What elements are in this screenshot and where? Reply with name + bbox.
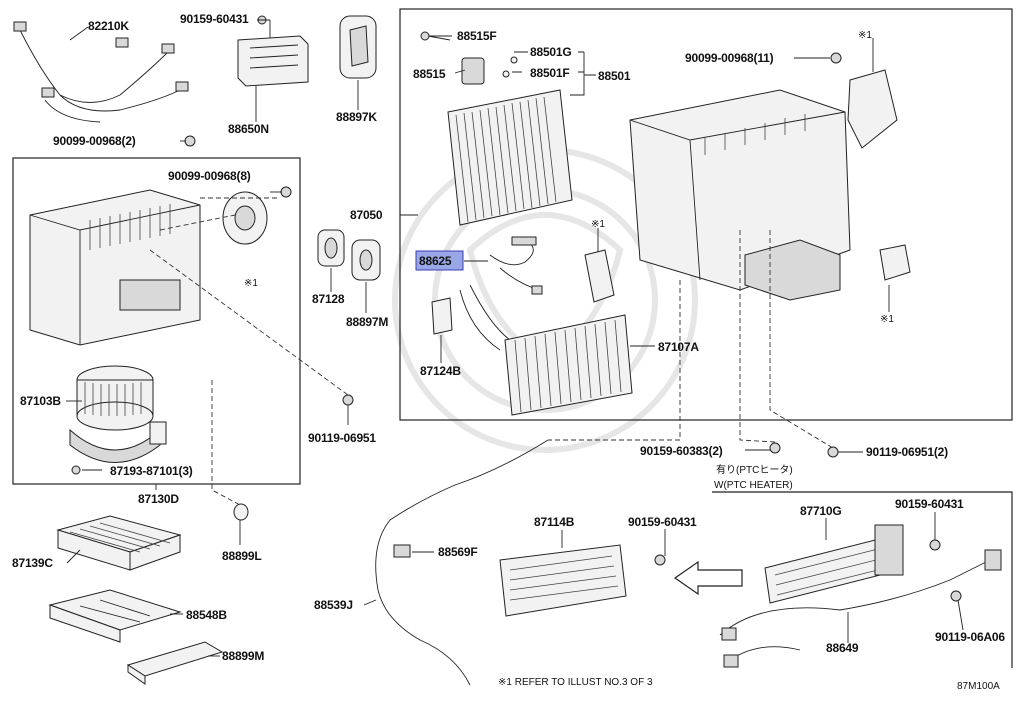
label-90099-00968-2[interactable]: 90099-00968(2): [53, 134, 136, 148]
o-rings-88501[interactable]: [502, 56, 518, 78]
label-88569F[interactable]: 88569F: [438, 545, 478, 559]
label-88897K[interactable]: 88897K: [336, 110, 378, 124]
label-88650N[interactable]: 88650N: [228, 122, 269, 136]
bolts[interactable]: [71, 52, 962, 602]
heater-unit-group-box: [399, 8, 1013, 421]
label-90099-00968-11[interactable]: 90099-00968(11): [685, 51, 774, 65]
ptc-heading-en: W(PTC HEATER): [714, 480, 793, 491]
drain-hose-88539J[interactable]: [375, 439, 549, 686]
refmark-top-right: ※1: [858, 30, 872, 41]
servo-motor-right[interactable]: [879, 244, 911, 281]
label-88899M[interactable]: 88899M: [222, 649, 265, 663]
wire-88649[interactable]: [719, 549, 1002, 668]
label-88501[interactable]: 88501: [598, 69, 631, 83]
label-90119-06951-a[interactable]: 90119-06951: [308, 431, 377, 445]
label-87139C[interactable]: 87139C: [12, 556, 54, 570]
label-87050[interactable]: 87050: [350, 208, 383, 222]
footnote: ※1 REFER TO ILLUST NO.3 OF 3: [498, 677, 653, 688]
label-88539J[interactable]: 88539J: [314, 598, 353, 612]
expansion-valve-88515[interactable]: [420, 31, 485, 85]
label-88548B[interactable]: 88548B: [186, 608, 228, 622]
blower-unit-group-box: [12, 157, 301, 485]
cover-88899M[interactable]: [126, 641, 224, 685]
sensor-88625[interactable]: [489, 236, 543, 295]
heater-unit-87050[interactable]: [629, 89, 851, 301]
seal-88897K[interactable]: [339, 15, 377, 79]
diagram-id: 87M100A: [957, 681, 1000, 692]
label-88515[interactable]: 88515: [413, 67, 446, 81]
refmark-right: ※1: [880, 314, 894, 325]
highlight-88625: [415, 250, 464, 271]
label-87114B[interactable]: 87114B: [534, 515, 575, 529]
heater-core-87107A[interactable]: [459, 284, 633, 416]
ptc-heater-87710G[interactable]: [764, 524, 904, 604]
label-88625[interactable]: 88625: [419, 254, 452, 268]
heater-case-87114B[interactable]: [499, 544, 627, 617]
label-88897M[interactable]: 88897M: [346, 315, 389, 329]
leader-lines: [66, 19, 964, 657]
blower-motor-87103B[interactable]: [69, 365, 167, 463]
label-88515F[interactable]: 88515F: [457, 29, 497, 43]
label-82210K[interactable]: 82210K: [88, 19, 130, 33]
label-88649[interactable]: 88649: [826, 641, 859, 655]
filter-frame-88548B[interactable]: [48, 589, 182, 643]
label-90159-60431-a[interactable]: 90159-60431: [180, 12, 249, 26]
clip-88569F[interactable]: [393, 544, 411, 558]
evaporator-88501[interactable]: [447, 89, 573, 226]
servo-motor-center[interactable]: [584, 249, 615, 303]
label-87124B[interactable]: 87124B: [420, 364, 462, 378]
label-90159-60383-2[interactable]: 90159-60383(2): [640, 444, 723, 458]
label-87130D[interactable]: 87130D: [138, 492, 180, 506]
servo-motor-round[interactable]: [222, 191, 268, 245]
label-87103B[interactable]: 87103B: [20, 394, 62, 408]
label-87107A[interactable]: 87107A: [658, 340, 700, 354]
amplifier-88650N[interactable]: [237, 15, 309, 87]
ptc-heading-jp: 有り(PTCヒータ): [716, 463, 793, 476]
label-90159-60431-b[interactable]: 90159-60431: [628, 515, 697, 529]
label-87710G[interactable]: 87710G: [800, 504, 842, 518]
label-90119-06A06[interactable]: 90119-06A06: [935, 630, 1006, 644]
label-88501F[interactable]: 88501F: [530, 66, 570, 80]
air-filter-87139C[interactable]: [56, 515, 182, 571]
ptc-heater-group-bracket: [712, 491, 1013, 668]
label-88501G[interactable]: 88501G: [530, 45, 572, 59]
label-90119-06951-2[interactable]: 90119-06951(2): [866, 445, 948, 459]
refmark-center: ※1: [591, 219, 605, 230]
label-90099-00968-8[interactable]: 90099-00968(8): [168, 169, 251, 183]
plug-88899L[interactable]: [233, 503, 249, 521]
label-88899L[interactable]: 88899L: [222, 549, 262, 563]
label-90159-60431-c[interactable]: 90159-60431: [895, 497, 964, 511]
wire-harness-82210K[interactable]: [13, 21, 189, 123]
refmark-blower: ※1: [244, 278, 258, 289]
clamp-87124B[interactable]: [431, 297, 453, 335]
blower-case[interactable]: [29, 189, 201, 346]
label-87193-87101-3[interactable]: 87193-87101(3): [110, 464, 193, 478]
part-labels: 82210K 90159-60431 88650N 88897K 90099-0…: [12, 12, 1006, 692]
direction-arrow: [673, 560, 743, 596]
seal-87128[interactable]: [317, 229, 345, 267]
servo-motor-top-right[interactable]: [847, 69, 898, 149]
seal-88897M[interactable]: [351, 239, 381, 281]
label-87128[interactable]: 87128: [312, 292, 345, 306]
